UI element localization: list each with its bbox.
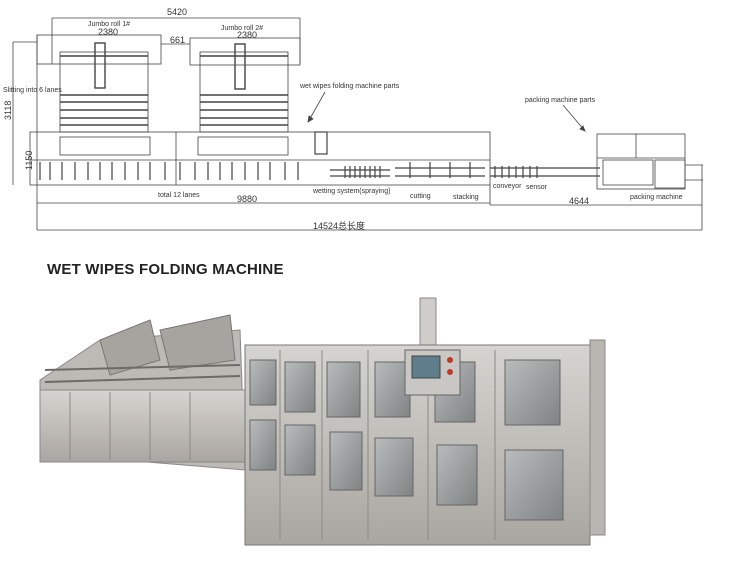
label-packing-machine: packing machine [630,194,683,201]
label-total-lanes: total 12 lanes [158,192,200,199]
dim-jumbo-roll-1-width: 2380 [98,27,118,37]
folding-machine-base [29,131,491,186]
packing-machine-box [596,133,686,190]
dim-gap: 661 [170,35,185,45]
dim-length-packing: 4644 [569,196,589,206]
label-cutting: cutting [410,193,431,200]
label-packing-parts: packing machine parts [525,97,596,104]
dim-height-base: 1150 [24,151,34,170]
dim-jumbo-roll-2-width: 2380 [237,30,257,40]
panel-arm [419,297,437,351]
touch-screen [411,355,441,379]
label-conveyor: conveyor [493,183,522,190]
machine-photo [39,297,606,546]
jumbo-roll-1-box [36,34,162,65]
label-jumbo-roll-2: Jumbo roll 2# [221,25,263,32]
dim-5420: 5420 [167,7,187,17]
label-wetting: wetting system(spraying) [312,188,390,195]
dim-length-folding: 9880 [237,194,257,204]
label-sensor: sensor [526,184,548,191]
dim-height-total: 3118 [3,101,13,120]
label-folding-parts: wet wipes folding machine parts [299,83,400,90]
label-jumbo-roll-1: Jumbo roll 1# [88,21,130,28]
label-stacking: stacking [453,194,479,201]
machine-layout-drawing: 5420 Jumbo roll 1# 2380 Jumbo roll 2# 23… [3,7,703,231]
section-title: WET WIPES FOLDING MACHINE [47,261,284,278]
label-slitting: Slitting into 6 lanes [3,87,62,94]
dim-length-total: 14524总长度 [313,220,365,231]
